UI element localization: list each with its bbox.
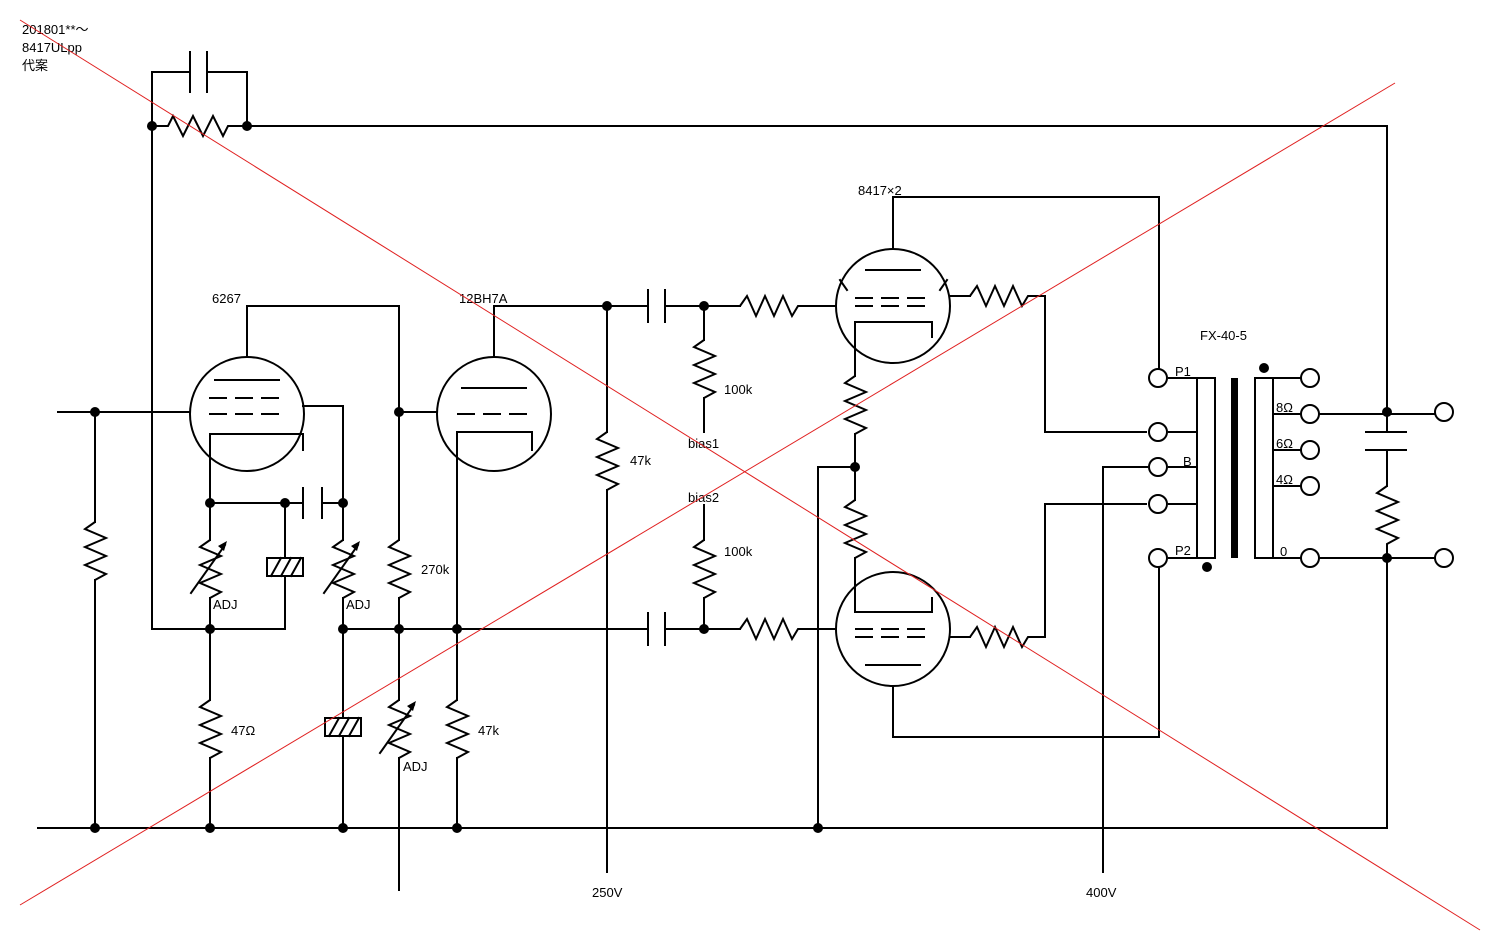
grid-stoppers [739, 293, 836, 642]
adj1-resistor [197, 539, 224, 599]
output-terminal-hot [1434, 402, 1454, 422]
terminal-ul1 [1148, 422, 1168, 442]
terminal-sec-top [1300, 368, 1320, 388]
tube-12bh7a: 47k 12BH7A [436, 291, 649, 829]
adj2-resistor [330, 539, 357, 599]
terminal-p2 [1148, 548, 1168, 568]
output-load [1318, 402, 1454, 829]
r270k-resistor [386, 539, 413, 599]
r47k-plate-resistor [594, 431, 621, 491]
adj2-label: ADJ [346, 597, 371, 612]
tube-8417-bottom [835, 557, 1160, 738]
terminal-b [1148, 457, 1168, 477]
supply-250v-label: 250V [592, 885, 623, 900]
v1-cathode-network: ADJ 47Ω ADJ [189, 487, 458, 829]
transformer-p2-label: P2 [1175, 543, 1191, 558]
tube-v3-label: 8417×2 [858, 183, 902, 198]
transformer-tap8-label: 8Ω [1276, 400, 1293, 415]
r100k-bottom-label: 100k [724, 544, 753, 559]
tube-8417-top: 8417×2 [835, 183, 1160, 379]
terminal-ul2 [1148, 494, 1168, 514]
r270k-label: 270k [421, 562, 450, 577]
transformer-b-label: B [1183, 454, 1192, 469]
transformer-name-label: FX-40-5 [1200, 328, 1247, 343]
r47k-cathode-label: 47k [478, 723, 499, 738]
input-grid-resistor [82, 521, 109, 581]
output-terminal-gnd [1434, 548, 1454, 568]
r47k-cathode-resistor [444, 699, 471, 759]
transformer-p1-label: P1 [1175, 364, 1191, 379]
output-transformer: FX-40-5 P1 B P2 8Ω 6Ω 4Ω 0 [1148, 328, 1320, 572]
cross-line-1 [19, 19, 1481, 931]
b-plus-400v: 400V [1086, 466, 1148, 900]
r47ohm-label: 47Ω [231, 723, 255, 738]
adj1-label: ADJ [213, 597, 238, 612]
adj3-resistor [386, 699, 413, 759]
transformer-tap0-label: 0 [1280, 544, 1287, 559]
nfb-resistor [152, 113, 247, 139]
input-stage [57, 411, 191, 829]
tube-v1-label: 6267 [212, 291, 241, 306]
title-line-3: 代案 [22, 58, 48, 73]
terminal-p1 [1148, 368, 1168, 388]
r47k-plate-label: 47k [630, 453, 651, 468]
supply-400v-label: 400V [1086, 885, 1117, 900]
bias-network: 100k bias1 bias2 100k [688, 305, 753, 630]
title-line-2: 8417ULpp [22, 40, 82, 55]
r47ohm-resistor [197, 699, 224, 759]
adj3-label: ADJ [403, 759, 428, 774]
title-block: 201801**～ 8417ULpp 代案 [22, 22, 89, 73]
terminal-4ohm [1300, 476, 1320, 496]
bias1-label: bias1 [688, 436, 719, 451]
cross-line-2 [19, 82, 1396, 906]
r100k-top-label: 100k [724, 382, 753, 397]
screen-resistors [969, 283, 1147, 650]
v1-plate-load: 270k ADJ [378, 411, 450, 891]
transformer-tap4-label: 4Ω [1276, 472, 1293, 487]
r100k-bottom-resistor [691, 539, 718, 599]
transformer-tap6-label: 6Ω [1276, 436, 1293, 451]
tube-6267: 6267 [189, 291, 400, 504]
coupling-caps [606, 289, 741, 646]
nfb-network [151, 51, 1388, 630]
junction-dots [90, 121, 1392, 833]
terminal-0ohm [1300, 548, 1320, 568]
terminal-6ohm [1300, 440, 1320, 460]
cross-out-marks [19, 19, 1481, 931]
tube-v2-label: 12BH7A [459, 291, 508, 306]
title-line-1: 201801**～ [22, 22, 89, 37]
r100k-top-resistor [691, 339, 718, 399]
terminal-8ohm [1300, 404, 1320, 424]
